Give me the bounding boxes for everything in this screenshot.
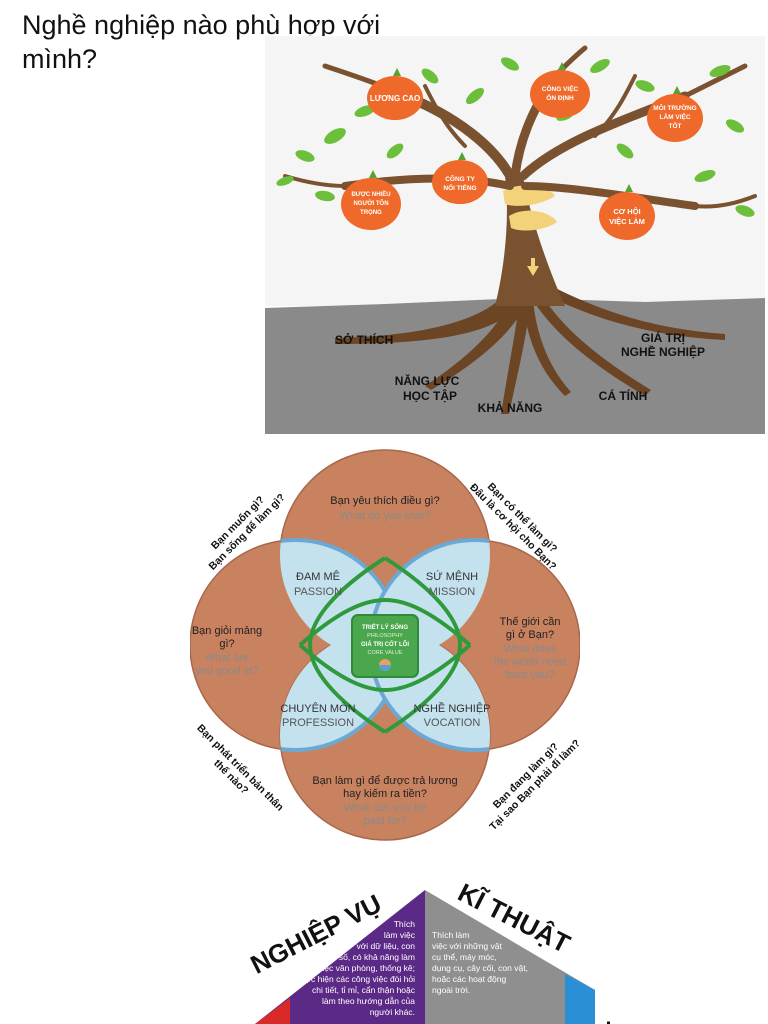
profession-vi: CHUYÊN MÔN (280, 702, 355, 715)
mission-vi: SỨ MỆNH (426, 570, 478, 583)
root-label-gia-tri: GIÁ TRỊ (641, 330, 685, 345)
page-title: Nghề nghiệp nào phù hợp với mình? (22, 10, 381, 74)
svg-text:cụ thể, máy móc,: cụ thể, máy móc, (432, 952, 497, 962)
good-en-1: What are (205, 652, 250, 664)
career-hexagon: NGHIỆP VỤ KĨ THUẬT N Thích làm việc với … (210, 870, 610, 1024)
fruit-label: VIỆC LÀM (609, 217, 645, 226)
fruit-cong-viec-on-dinh: CÔNG VIỆC ỔN ĐỊNH (530, 62, 590, 118)
ki-thuat-description: Thích làm việc với những vật cụ thể, máy… (432, 930, 528, 995)
fruit-label: TRỌNG (360, 210, 382, 216)
trunk-ribbon-2 (509, 210, 557, 231)
trunk-ribbon (503, 185, 555, 206)
fruit-label: CƠ HỘI (613, 207, 640, 216)
fruit-co-hoi-viec-lam: CƠ HỘI VIỆC LÀM (599, 184, 655, 240)
fruit-luong-cao: LƯƠNG CAO (367, 68, 423, 120)
fruit-label: LÀM VIỆC (659, 112, 690, 121)
svg-text:việc với những vật: việc với những vật (432, 941, 502, 951)
root-label-ca-tinh: CÁ TÍNH (599, 388, 648, 403)
fruit-label: NGƯỜI TÔN (353, 199, 388, 207)
core-line-2: PHILOSOPHY (367, 633, 403, 639)
good-vi-1: Bạn giỏi mảng (192, 625, 262, 637)
root-label-so-thich: SỞ THÍCH (335, 332, 393, 347)
svg-text:với dữ liệu, con: với dữ liệu, con (356, 941, 415, 951)
paid-vi-2: hay kiếm ra tiền? (343, 788, 427, 800)
fruit-label: ỔN ĐỊNH (546, 93, 574, 102)
passion-vi: ĐAM MÊ (296, 570, 340, 583)
paid-en-2: paid for? (364, 815, 407, 827)
nghiep-vu-description: Thích làm việc với dữ liệu, con số, có k… (298, 919, 415, 1017)
paid-vi-1: Bạn làm gì để được trả lương (312, 775, 457, 787)
svg-text:làm việc: làm việc (384, 930, 416, 940)
svg-text:Tại sao Bạn phải đi làm?: Tại sao Bạn phải đi làm? (487, 737, 580, 833)
fruit-cong-ty-noi-tieng: CÔNG TY NỔI TIẾNG (432, 152, 488, 204)
segment-red-partial (255, 998, 290, 1024)
root-label-nghe-nghiep: NGHỀ NGHIỆP (621, 344, 705, 359)
root-label-kha-nang: KHẢ NĂNG (478, 400, 543, 415)
root-label-nang-luc: NĂNG LỰC (395, 373, 460, 388)
tree-fruits: LƯƠNG CAO CÔNG VIỆC ỔN ĐỊNH MÔI TRƯỜNG L… (341, 62, 703, 240)
fruit-label: NỔI TIẾNG (443, 182, 476, 192)
vocation-vi: NGHỀ NGHIỆP (413, 702, 490, 715)
svg-text:số, có khả năng làm: số, có khả năng làm (339, 952, 415, 962)
segment-nghiep-vu (255, 890, 425, 1024)
world-en-3: from you? (506, 669, 555, 681)
mission-en: MISSION (429, 586, 476, 598)
world-vi-1: Thế giới cần (499, 616, 560, 628)
arrow-up-icon (527, 258, 539, 276)
svg-text:Thích làm: Thích làm (432, 930, 469, 940)
fruit-label: TỐT (669, 120, 682, 130)
fruit-label: ĐƯỢC NHIỀU (351, 191, 390, 198)
svg-text:Thích: Thích (394, 919, 416, 929)
svg-text:ngoài trời.: ngoài trời. (432, 985, 470, 995)
svg-text:người khác.: người khác. (370, 1007, 415, 1017)
svg-text:hoặc các hoạt động: hoặc các hoạt động (432, 974, 506, 984)
svg-text:việc văn phòng, thống kê;: việc văn phòng, thống kê; (318, 963, 415, 973)
core-line-4: CORE VALUE (367, 650, 402, 656)
world-vi-2: gì ở Bạn? (506, 629, 554, 641)
fruit-moi-truong: MÔI TRƯỜNG LÀM VIỆC TỐT (647, 86, 703, 142)
world-en-2: the world need (494, 656, 566, 668)
paid-en-1: What can you be (344, 802, 427, 814)
profession-en: PROFESSION (282, 717, 354, 729)
love-vi: Bạn yêu thích điều gì? (330, 495, 439, 507)
segment-ki-thuat (425, 890, 595, 1024)
svg-text:làm theo hướng dẫn của: làm theo hướng dẫn của (322, 996, 415, 1006)
core-line-1: TRIẾT LÝ SỐNG (362, 624, 408, 631)
good-vi-2: gì? (219, 638, 234, 650)
root-label-hoc-tap: HỌC TẬP (403, 388, 457, 403)
svg-text:thực hiện các công việc đòi hỏ: thực hiện các công việc đòi hỏi (298, 974, 415, 984)
svg-text:chi tiết, tỉ mỉ, cẩn thận hoặc: chi tiết, tỉ mỉ, cẩn thận hoặc (312, 985, 416, 995)
title-partial-right: N (602, 1020, 610, 1024)
root-labels: SỞ THÍCH NĂNG LỰC HỌC TẬP KHẢ NĂNG CÁ TÍ… (335, 330, 705, 415)
core-value-box (351, 614, 419, 678)
fruit-label: LƯƠNG CAO (370, 94, 420, 103)
tree-trunk (495, 176, 565, 306)
world-en-1: What does (504, 643, 557, 655)
core-line-3: GIÁ TRỊ CỐT LÕI (361, 641, 409, 648)
love-en: What do you love? (339, 510, 430, 522)
segment-blue-partial (565, 974, 595, 1024)
fruit-label: CÔNG TY (445, 174, 475, 183)
tree-leaves (276, 57, 755, 217)
fruit-label: MÔI TRƯỜNG (653, 103, 696, 112)
fruit-label: CÔNG VIỆC (542, 84, 579, 93)
svg-text:dụng cụ, cây cối, con vật,: dụng cụ, cây cối, con vật, (432, 963, 528, 973)
passion-en: PASSION (294, 586, 342, 598)
green-lens-lines (298, 556, 472, 734)
ikigai-venn-diagram: TRIẾT LÝ SỐNG PHILOSOPHY GIÁ TRỊ CỐT LÕI… (190, 449, 580, 841)
vocation-en: VOCATION (424, 717, 481, 729)
career-tree-illustration: LƯƠNG CAO CÔNG VIỆC ỔN ĐỊNH MÔI TRƯỜNG L… (265, 36, 765, 434)
good-en-2: you good at? (195, 665, 259, 677)
fruit-duoc-ton-trong: ĐƯỢC NHIỀU NGƯỜI TÔN TRỌNG (341, 170, 401, 230)
